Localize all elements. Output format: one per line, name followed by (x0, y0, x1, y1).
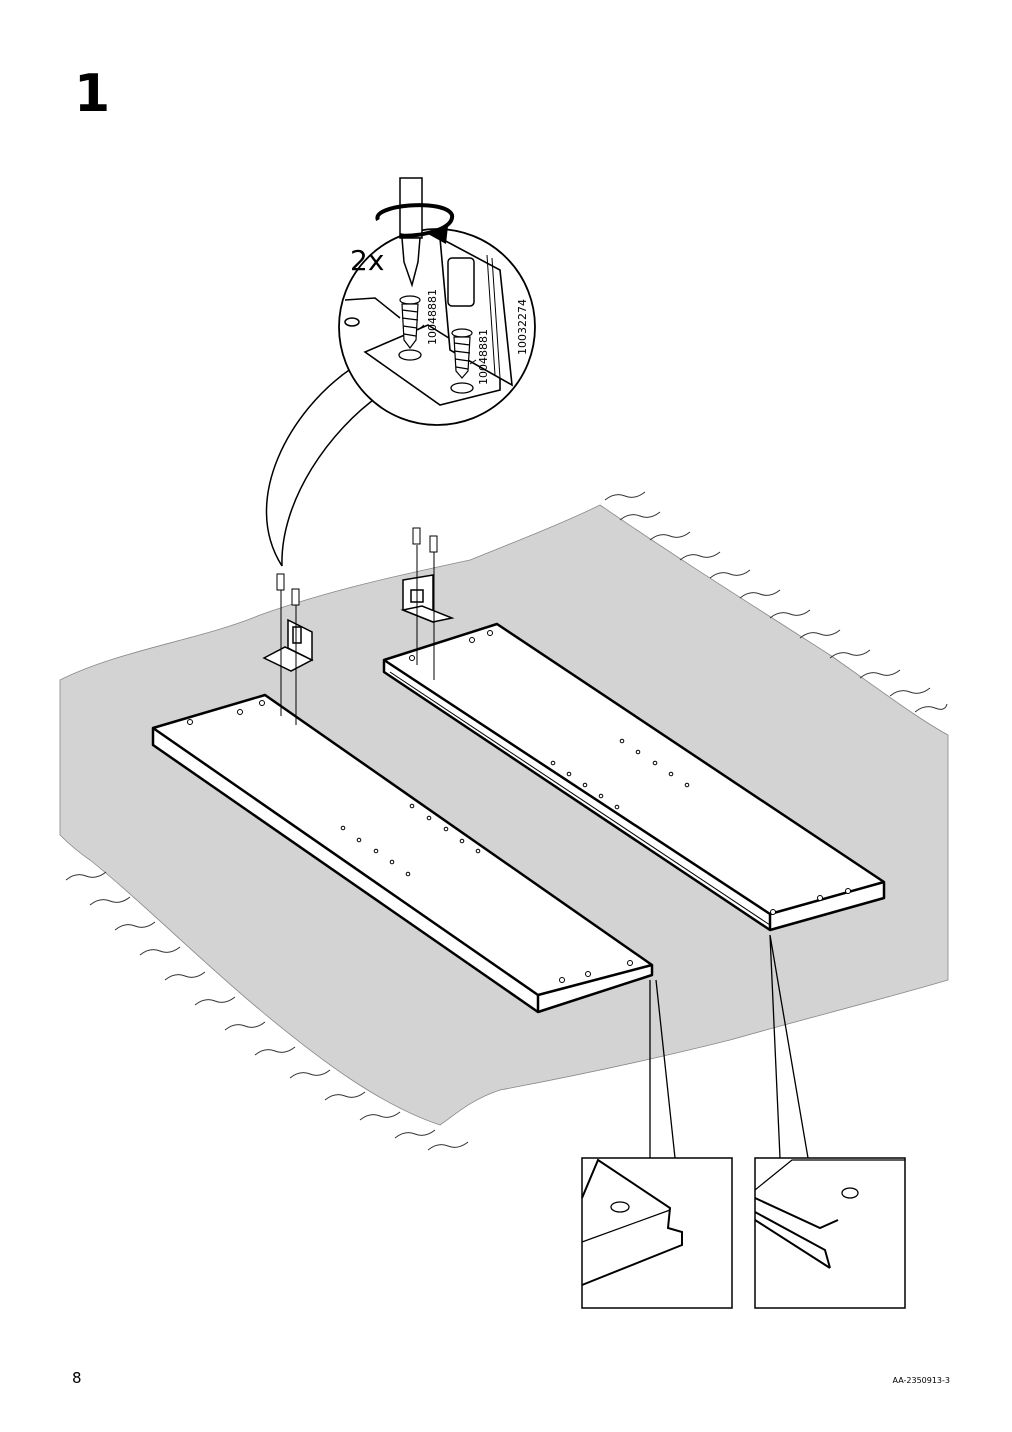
detail-magnifier: 10048881 10048881 10032274 2x (338, 177, 536, 426)
rotation-arrow-icon (375, 203, 454, 244)
step-number: 1 (74, 64, 111, 124)
left-panel-holes (187, 700, 633, 983)
left-bracket (262, 618, 314, 672)
document-code: AA-2350913-3 (892, 1376, 950, 1385)
part-number-screw-2: 10048881 (477, 329, 490, 385)
right-bracket (400, 574, 455, 624)
screw-1 (399, 295, 421, 349)
inset-right-edge-detail (754, 1157, 906, 1309)
right-screws (412, 527, 438, 680)
floor-texture-lines (65, 491, 948, 1151)
part-number-bracket: 10032274 (516, 299, 529, 355)
right-panel-holes (409, 630, 851, 915)
inset-pointers (649, 934, 809, 1159)
screw-2 (451, 328, 473, 379)
inset-left-edge-detail (581, 1157, 733, 1309)
left-panel (151, 693, 654, 1014)
quantity-label: 2x (350, 244, 384, 277)
detail-callout (265, 367, 381, 567)
left-screws (276, 573, 300, 725)
floor-mat (59, 504, 949, 1126)
screwdriver (399, 177, 423, 288)
page-number: 8 (72, 1369, 82, 1387)
part-number-screw-1: 10048881 (426, 289, 439, 345)
